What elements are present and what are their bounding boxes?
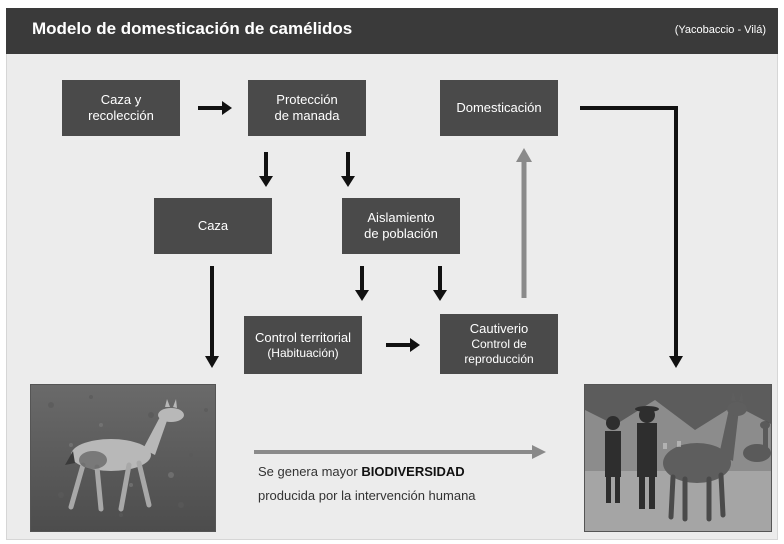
node-caza-recoleccion: Caza y recolección	[62, 80, 180, 136]
node-caza-recoleccion-line1: Caza y	[100, 92, 142, 107]
arrow-proteccion-to-aislamiento	[341, 152, 355, 187]
caption-line1: Se genera mayor BIODIVERSIDAD	[258, 460, 476, 484]
diagram-credit: (Yacobaccio - Vilá)	[674, 24, 766, 36]
llama-photo	[584, 384, 772, 532]
llama-illustration	[585, 385, 771, 531]
node-cautiverio: Cautiverio Control de reproducción	[440, 314, 558, 374]
node-habituacion-label: (Habituación)	[267, 345, 339, 360]
arrow-aislamiento-to-cautiverio	[433, 266, 447, 301]
node-aislamiento-line1: Aislamiento	[367, 210, 435, 225]
arrow-caza-to-photo	[205, 266, 219, 368]
caption-bold-term: BIODIVERSIDAD	[361, 464, 465, 479]
node-proteccion-line2: de manada	[274, 108, 340, 123]
node-cautiverio-label: Cautiverio	[469, 321, 529, 336]
caption-prefix: Se genera mayor	[258, 464, 358, 479]
node-aislamiento-line2: de población	[364, 226, 438, 241]
arrow-domesticacion-to-photo	[580, 106, 683, 368]
node-domesticacion-label: Domesticación	[456, 100, 542, 115]
guanaco-illustration	[31, 385, 215, 531]
diagram-title: Modelo de domesticación de camélidos	[32, 19, 353, 38]
arrow-proteccion-to-caza	[259, 152, 273, 187]
node-control-territorial: Control territorial (Habituación)	[244, 316, 362, 374]
node-control-reproduccion-line1: Control de	[471, 337, 527, 351]
node-domesticacion: Domesticación	[440, 80, 558, 136]
caption-line2: producida por la intervención humana	[258, 488, 476, 503]
arrow-control-to-cautiverio	[386, 338, 420, 352]
node-control-reproduccion-line2: reproducción	[464, 352, 534, 366]
biodiversity-caption: Se genera mayor BIODIVERSIDAD producida …	[258, 460, 476, 508]
node-proteccion-manada: Protección de manada	[248, 80, 366, 136]
header-bar: Modelo de domesticación de camélidos (Ya…	[6, 8, 778, 54]
arrow-cautiverio-to-domesticacion	[516, 148, 532, 298]
arrow-biodiversity	[254, 445, 546, 459]
node-caza: Caza	[154, 198, 272, 254]
guanaco-photo	[30, 384, 216, 532]
arrow-caza-to-proteccion	[198, 101, 232, 115]
node-caza-label: Caza	[197, 218, 229, 233]
node-caza-recoleccion-line2: recolección	[88, 108, 154, 123]
node-aislamiento-poblacion: Aislamiento de población	[342, 198, 460, 254]
node-proteccion-line1: Protección	[276, 92, 338, 107]
arrow-aislamiento-to-control	[355, 266, 369, 301]
node-control-territorial-label: Control territorial	[254, 329, 352, 345]
